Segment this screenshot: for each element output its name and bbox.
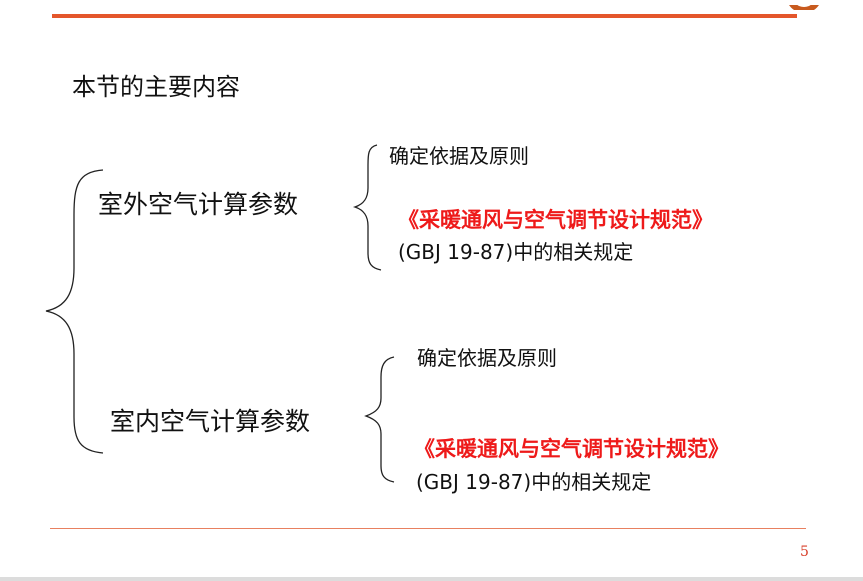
- outdoor-spec-code: (GBJ 19-87)中的相关规定: [398, 240, 634, 264]
- indoor-basis-text: 确定依据及原则: [417, 346, 557, 370]
- outdoor-brace-icon: [352, 144, 382, 271]
- outdoor-params-label: 室外空气计算参数: [98, 190, 299, 219]
- main-brace-icon: [45, 169, 104, 454]
- footer-strip: [0, 577, 863, 581]
- indoor-brace-icon: [364, 356, 395, 483]
- outdoor-spec-title: 《采暖通风与空气调节设计规范》: [398, 208, 713, 232]
- footer-rule: [50, 528, 806, 529]
- page-number: 5: [800, 544, 809, 560]
- outdoor-basis-text: 确定依据及原则: [389, 144, 529, 168]
- indoor-spec-code: (GBJ 19-87)中的相关规定: [416, 470, 652, 494]
- header-rule: [52, 14, 797, 18]
- section-heading: 本节的主要内容: [72, 73, 240, 101]
- corner-logo-icon: [782, 0, 826, 10]
- indoor-spec-title: 《采暖通风与空气调节设计规范》: [414, 437, 729, 461]
- indoor-params-label: 室内空气计算参数: [110, 407, 311, 436]
